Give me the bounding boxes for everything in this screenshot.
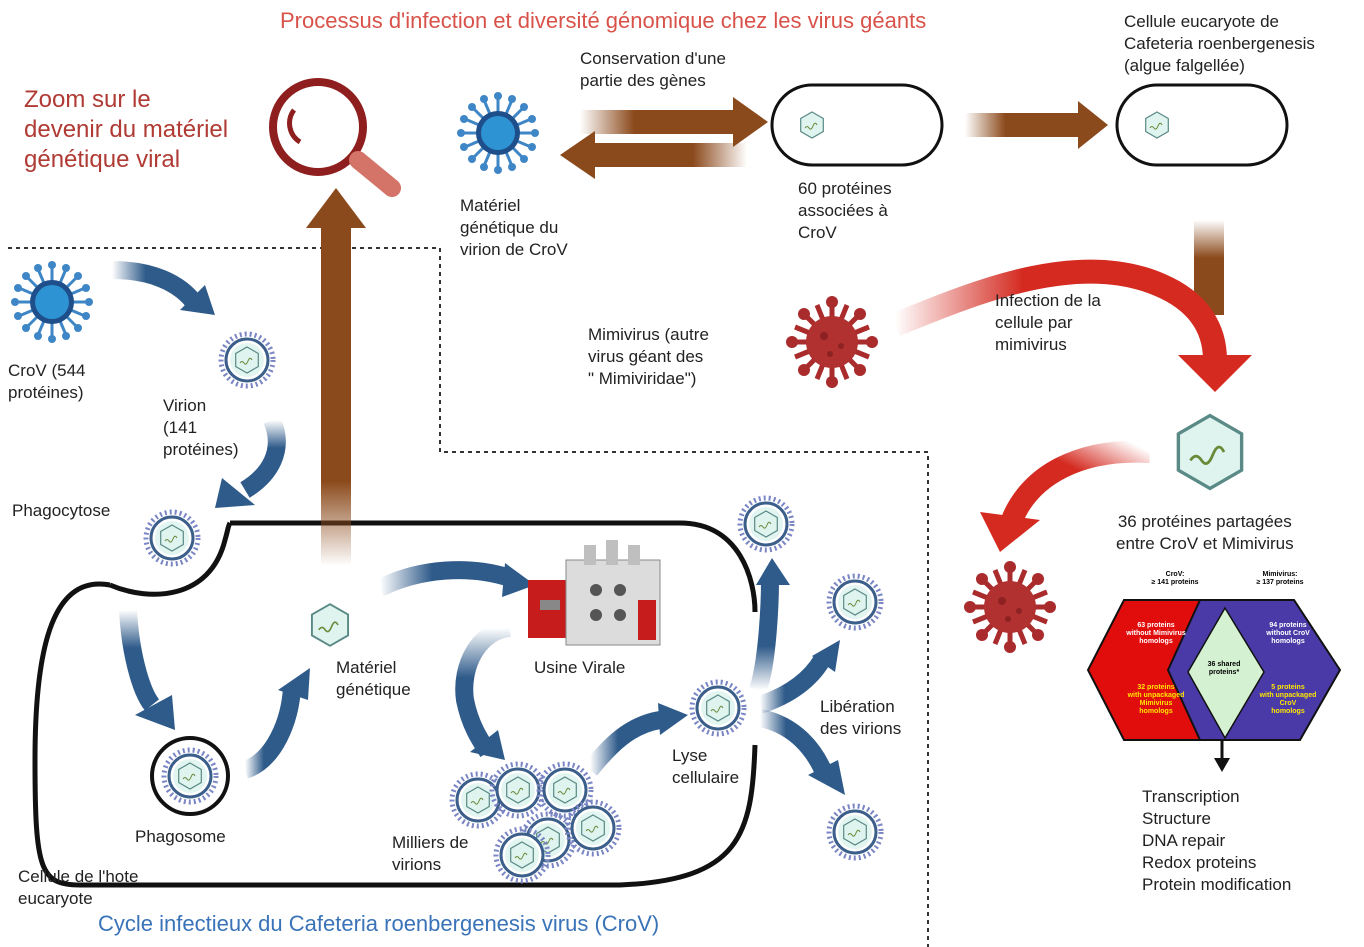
red-arrow-infection: [890, 259, 1227, 361]
phagocytosed-virion-icon: [146, 512, 198, 564]
crov-virus-icon: [455, 90, 541, 176]
phagosome-label: Phagosome: [135, 827, 226, 846]
magnifier-icon: [269, 78, 401, 197]
genetic-material-icon: [310, 603, 350, 647]
phagocytose-label: Phagocytose: [12, 501, 111, 520]
venn-diagram: [1086, 599, 1342, 772]
cell-capsule-2: [1115, 83, 1289, 167]
viral-factory-icon: [528, 540, 661, 646]
red-arrow-left: [1001, 440, 1151, 525]
released-virion-icon: [740, 498, 792, 550]
brown-arrow-right: [580, 97, 768, 147]
brown-arrow-left: [560, 131, 747, 179]
released-virion-icon: [829, 806, 881, 858]
released-virion-icon: [829, 576, 881, 628]
mimivirus-icon: [786, 296, 878, 388]
brown-arrow-right-2: [965, 101, 1108, 149]
venn-mimi-header: Mimivirus:≥ 137 proteins: [1256, 571, 1304, 586]
crov-virus-icon: [9, 259, 95, 345]
host-cell-membrane: [32, 520, 758, 888]
virion-icon: [221, 334, 273, 386]
capsid-icon: [1145, 111, 1169, 139]
blue-cycle-arrows: [111, 261, 845, 795]
cell-capsule-1: [770, 83, 944, 167]
viral-factory-label: Usine Virale: [534, 658, 626, 677]
dashed-separator: [8, 247, 929, 947]
mimivirus-icon: [964, 561, 1056, 653]
shared-capsid-icon: [1176, 413, 1244, 491]
cycle-title: Cycle infectieux du Cafeteria roenbergen…: [98, 911, 660, 936]
virion-cluster: [452, 764, 619, 881]
capsid-icon: [800, 111, 824, 139]
venn-crov-header: CroV:≥ 141 proteins: [1151, 571, 1199, 586]
lysis-virion-icon: [692, 682, 744, 734]
brown-arrow-up: [306, 188, 366, 566]
diagram-title: Processus d'infection et diversité génom…: [280, 8, 927, 33]
